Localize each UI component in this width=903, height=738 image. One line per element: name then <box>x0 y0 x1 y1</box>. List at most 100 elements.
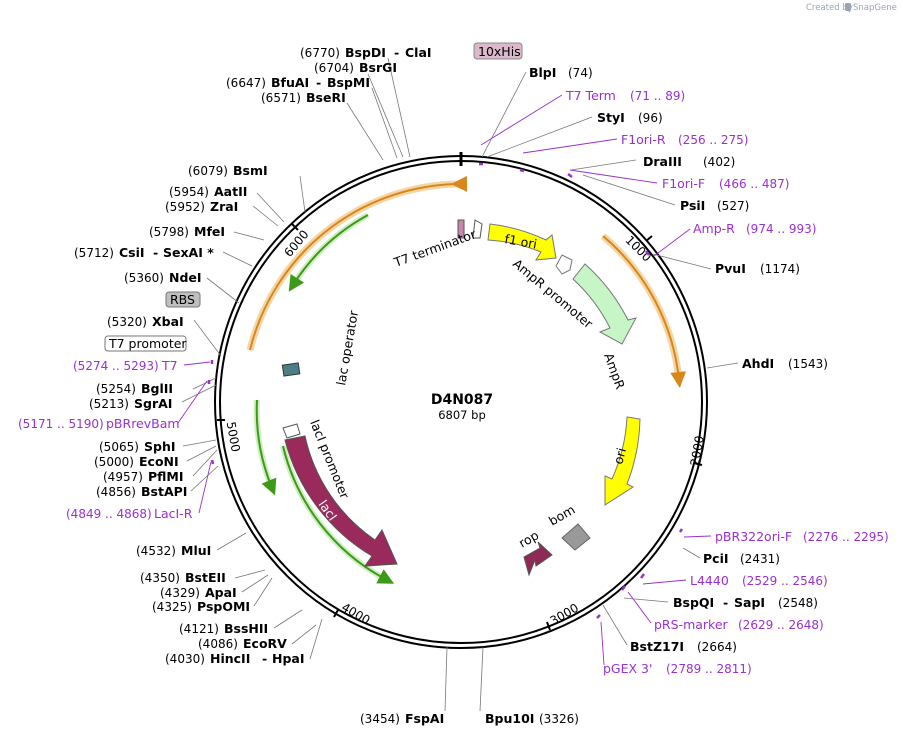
site-hincii-position: (4030) <box>165 652 205 666</box>
tick-5000: 5000 <box>224 421 243 454</box>
primer-amp-r-range: (974 .. 993) <box>746 222 816 236</box>
primer-prs-marker: pRS-marker (2629 .. 2648) <box>654 617 824 632</box>
primer-l4440-range: (2529 .. 2546) <box>742 574 828 588</box>
site-hpai-name: HpaI <box>272 651 305 666</box>
site-sexai-name: SexAI * <box>163 245 214 260</box>
site-leader-lines <box>181 57 739 712</box>
site-bspdi-sep: - <box>394 45 399 60</box>
primer-pgex-3-range: (2789 .. 2811) <box>666 662 752 676</box>
site-bsteii: (4350) BstEII <box>140 570 226 585</box>
lac-operator-feature <box>281 362 301 377</box>
rbs-box: RBS <box>165 291 201 308</box>
primer-t7term-name: T7 Term <box>565 88 616 103</box>
site-zrai: (5952) ZraI <box>165 199 238 214</box>
his-box: 10xHis <box>473 42 523 60</box>
site-bspqi-name: BspQI <box>673 595 714 610</box>
primer-laci-r-range: (4849 .. 4868) <box>66 507 152 521</box>
site-blpi-position: (74) <box>568 66 593 80</box>
site-styi: StyI (96) <box>597 110 663 125</box>
site-bsmi: (6079) BsmI <box>188 163 268 178</box>
primer-f1ori-r-name: F1ori-R <box>621 132 666 147</box>
site-clai-name: ClaI <box>405 45 432 60</box>
primer-t7-range: (5274 .. 5293) <box>73 359 159 373</box>
site-bpu10i-position: (3326) <box>539 712 579 726</box>
site-bsrgi: (6704) BsrGI <box>314 60 397 75</box>
site-draiii-position: (402) <box>703 155 735 169</box>
ori-feature <box>604 416 641 506</box>
primer-prs-marker-name: pRS-marker <box>654 617 729 632</box>
site-bglii: (5254) BglII <box>96 381 173 396</box>
primer-t7term: T7 Term (71 .. 89) <box>565 88 685 103</box>
site-bpu10i: Bpu10I (3326) <box>485 711 579 726</box>
site-ecorv-position: (4086) <box>198 637 238 651</box>
site-fspai-position: (3454) <box>360 712 400 726</box>
site-bspqi-sep: - <box>723 595 728 610</box>
site-bspmi-name: BspMI <box>327 75 370 90</box>
site-ahdi-name: AhdI <box>742 356 774 371</box>
site-econi-name: EcoNI <box>139 454 179 469</box>
site-psii-position: (527) <box>717 199 749 213</box>
green-arc-left <box>255 399 277 496</box>
site-bglii-name: BglII <box>141 381 173 396</box>
green-arc-bottom <box>282 445 395 584</box>
site-bsshii: (4121) BssHII <box>179 621 268 636</box>
t7-promoter-label: T7 promoter <box>108 336 187 351</box>
site-pcii: PciI (2431) <box>703 551 780 566</box>
rbs-label: RBS <box>170 292 195 307</box>
ampr-feature <box>572 263 637 345</box>
primer-pbrrevbam: (5171 .. 5190) pBRrevBam <box>18 416 180 431</box>
created-by-label: Created by <box>806 3 853 13</box>
site-fspai-name: FspAI <box>405 711 444 726</box>
ampr-promoter-feature <box>555 254 573 275</box>
site-draiii: DraIII (402) <box>643 154 735 169</box>
site-xbai: (5320) XbaI <box>107 314 184 329</box>
site-econi-position: (5000) <box>94 455 134 469</box>
site-pspomi: (4325) PspOMI <box>152 599 250 614</box>
site-sapi-name: SapI <box>734 595 765 610</box>
site-sphi: (5065) SphI <box>99 439 176 454</box>
site-bstz17i-name: BstZ17I <box>630 639 684 654</box>
site-pvui-position: (1174) <box>760 262 800 276</box>
primer-amp-r-name: Amp-R <box>693 221 735 236</box>
site-blpi-name: BlpI <box>529 65 556 80</box>
primer-laci-r-name: LacI-R <box>154 506 193 521</box>
t7-terminator-label: T7 terminator <box>391 226 479 270</box>
site-xbai-name: XbaI <box>152 314 184 329</box>
site-apai: (4329) ApaI <box>160 585 237 600</box>
laci-feature <box>284 435 398 567</box>
site-styi-position: (96) <box>638 111 663 125</box>
site-pvui-name: PvuI <box>715 261 746 276</box>
primer-pgex-3: pGEX 3' (2789 .. 2811) <box>603 661 752 676</box>
rop-feature <box>523 541 553 577</box>
site-bspdi-position: (6770) <box>300 46 340 60</box>
site-mfei-name: MfeI <box>194 224 225 239</box>
site-bspqi: BspQI - SapI (2548) <box>673 595 818 610</box>
ampr-label: AmpR <box>601 351 628 392</box>
site-ndei-position: (5360) <box>124 271 164 285</box>
site-pcii-name: PciI <box>703 551 729 566</box>
tick-2000: 2000 <box>688 435 707 468</box>
site-bstz17i-position: (2664) <box>697 640 737 654</box>
site-bstapi-position: (4856) <box>96 485 136 499</box>
site-mfei: (5798) MfeI <box>149 224 225 239</box>
primer-f1ori-f-name: F1ori-F <box>662 176 705 191</box>
primer-laci-r: (4849 .. 4868) LacI-R <box>66 506 193 521</box>
site-ahdi-position: (1543) <box>788 357 828 371</box>
site-econi: (5000) EcoNI <box>94 454 179 469</box>
site-ndei-name: NdeI <box>169 270 202 285</box>
primer-l4440-name: L4440 <box>690 573 729 588</box>
t7-terminator-feature <box>457 219 465 239</box>
site-draiii-name: DraIII <box>643 154 682 169</box>
site-xbai-position: (5320) <box>107 315 147 329</box>
primer-f1ori-r-range: (256 .. 275) <box>678 133 748 147</box>
site-bfuai-name: BfuAI <box>271 75 309 90</box>
site-hincii-name: HincII <box>210 651 250 666</box>
site-mfei-position: (5798) <box>149 225 189 239</box>
site-ahdi: AhdI (1543) <box>742 356 828 371</box>
site-bstapi-name: BstAPI <box>141 484 187 499</box>
primer-amp-r: Amp-R (974 .. 993) <box>693 221 816 236</box>
site-sgrai-name: SgrAI <box>134 396 172 411</box>
snapgene-logo-icon <box>845 3 851 11</box>
site-bseri-position: (6571) <box>261 91 301 105</box>
rbs-box-bg <box>165 291 201 308</box>
